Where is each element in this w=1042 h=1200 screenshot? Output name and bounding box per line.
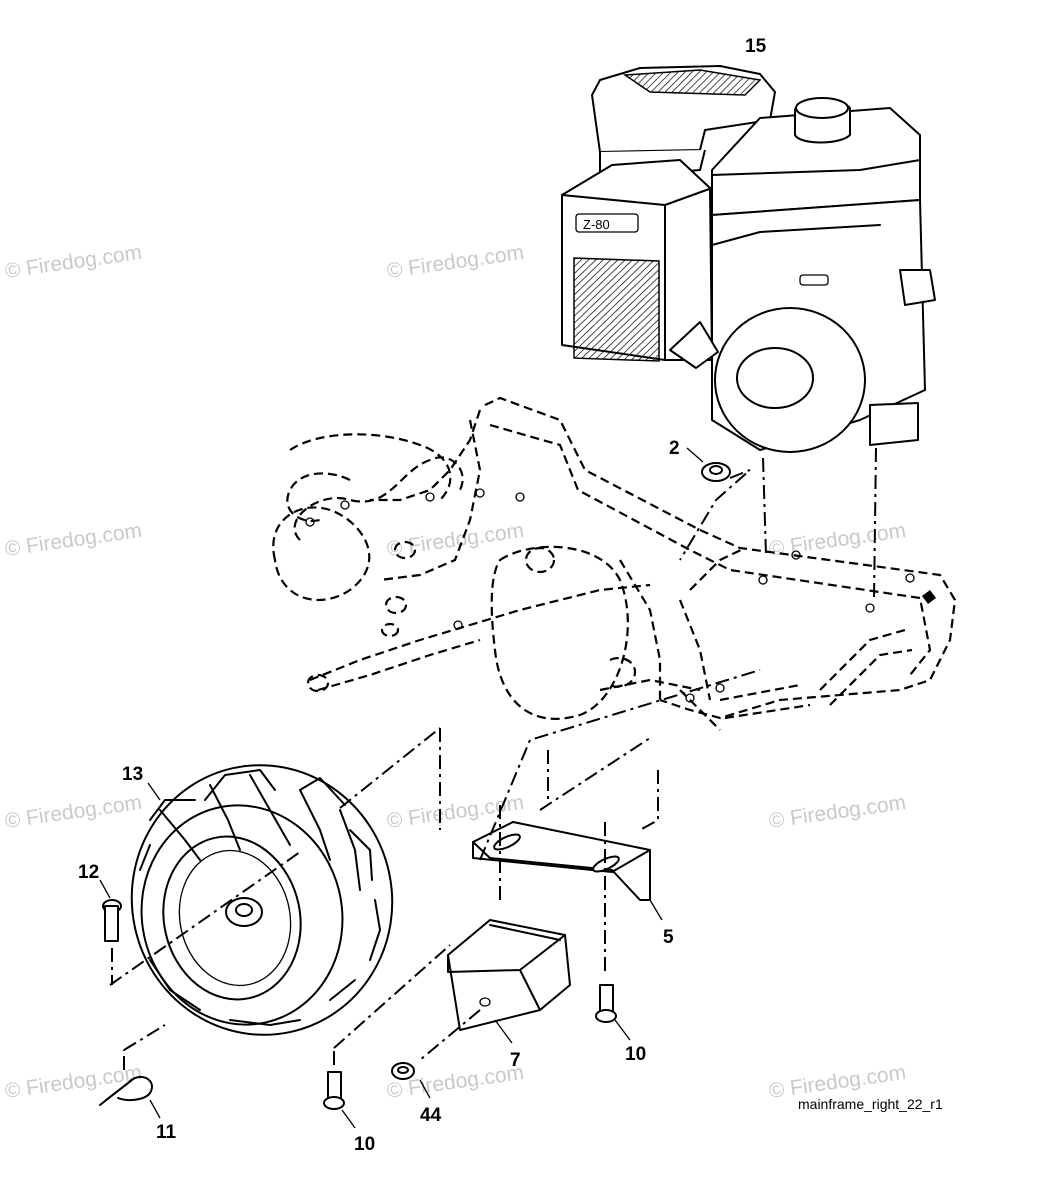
watermark-1: © Firedog.com <box>3 241 143 283</box>
frame-dashed-drawing <box>272 396 957 731</box>
hairpin-11-drawing <box>99 1024 166 1119</box>
label-part-10-left: 10 <box>354 1134 375 1155</box>
clevis-pin-12-drawing <box>99 879 122 985</box>
bolt-10-left-drawing <box>323 944 451 1129</box>
watermark-7: © Firedog.com <box>3 791 143 833</box>
watermark-2: © Firedog.com <box>385 241 525 283</box>
svg-text:Z-80: Z-80 <box>583 217 610 232</box>
engine-drawing: Z-80 <box>561 65 936 453</box>
wheel-drawing <box>130 764 394 1036</box>
label-part-12: 12 <box>78 862 99 883</box>
watermark-4: © Firedog.com <box>3 519 143 561</box>
label-part-10-right: 10 <box>625 1044 646 1065</box>
bolt-10-right-drawing <box>595 984 631 1041</box>
label-part-2: 2 <box>669 438 680 459</box>
watermark-9: © Firedog.com <box>767 791 907 833</box>
nut-44-drawing <box>391 1062 431 1099</box>
label-part-13: 13 <box>122 764 143 785</box>
label-part-7: 7 <box>510 1050 521 1071</box>
label-part-5: 5 <box>663 927 674 948</box>
label-part-15: 15 <box>745 36 767 57</box>
bracket-5-drawing <box>472 821 663 921</box>
label-part-11: 11 <box>156 1122 177 1143</box>
diagram-reference-code: mainframe_right_22_r1 <box>798 1096 943 1112</box>
watermark-5: © Firedog.com <box>385 519 525 561</box>
nut-2-drawing <box>679 447 751 561</box>
watermark-10: © Firedog.com <box>3 1061 143 1103</box>
shield-7-drawing <box>419 919 571 1061</box>
label-part-44: 44 <box>420 1105 442 1126</box>
